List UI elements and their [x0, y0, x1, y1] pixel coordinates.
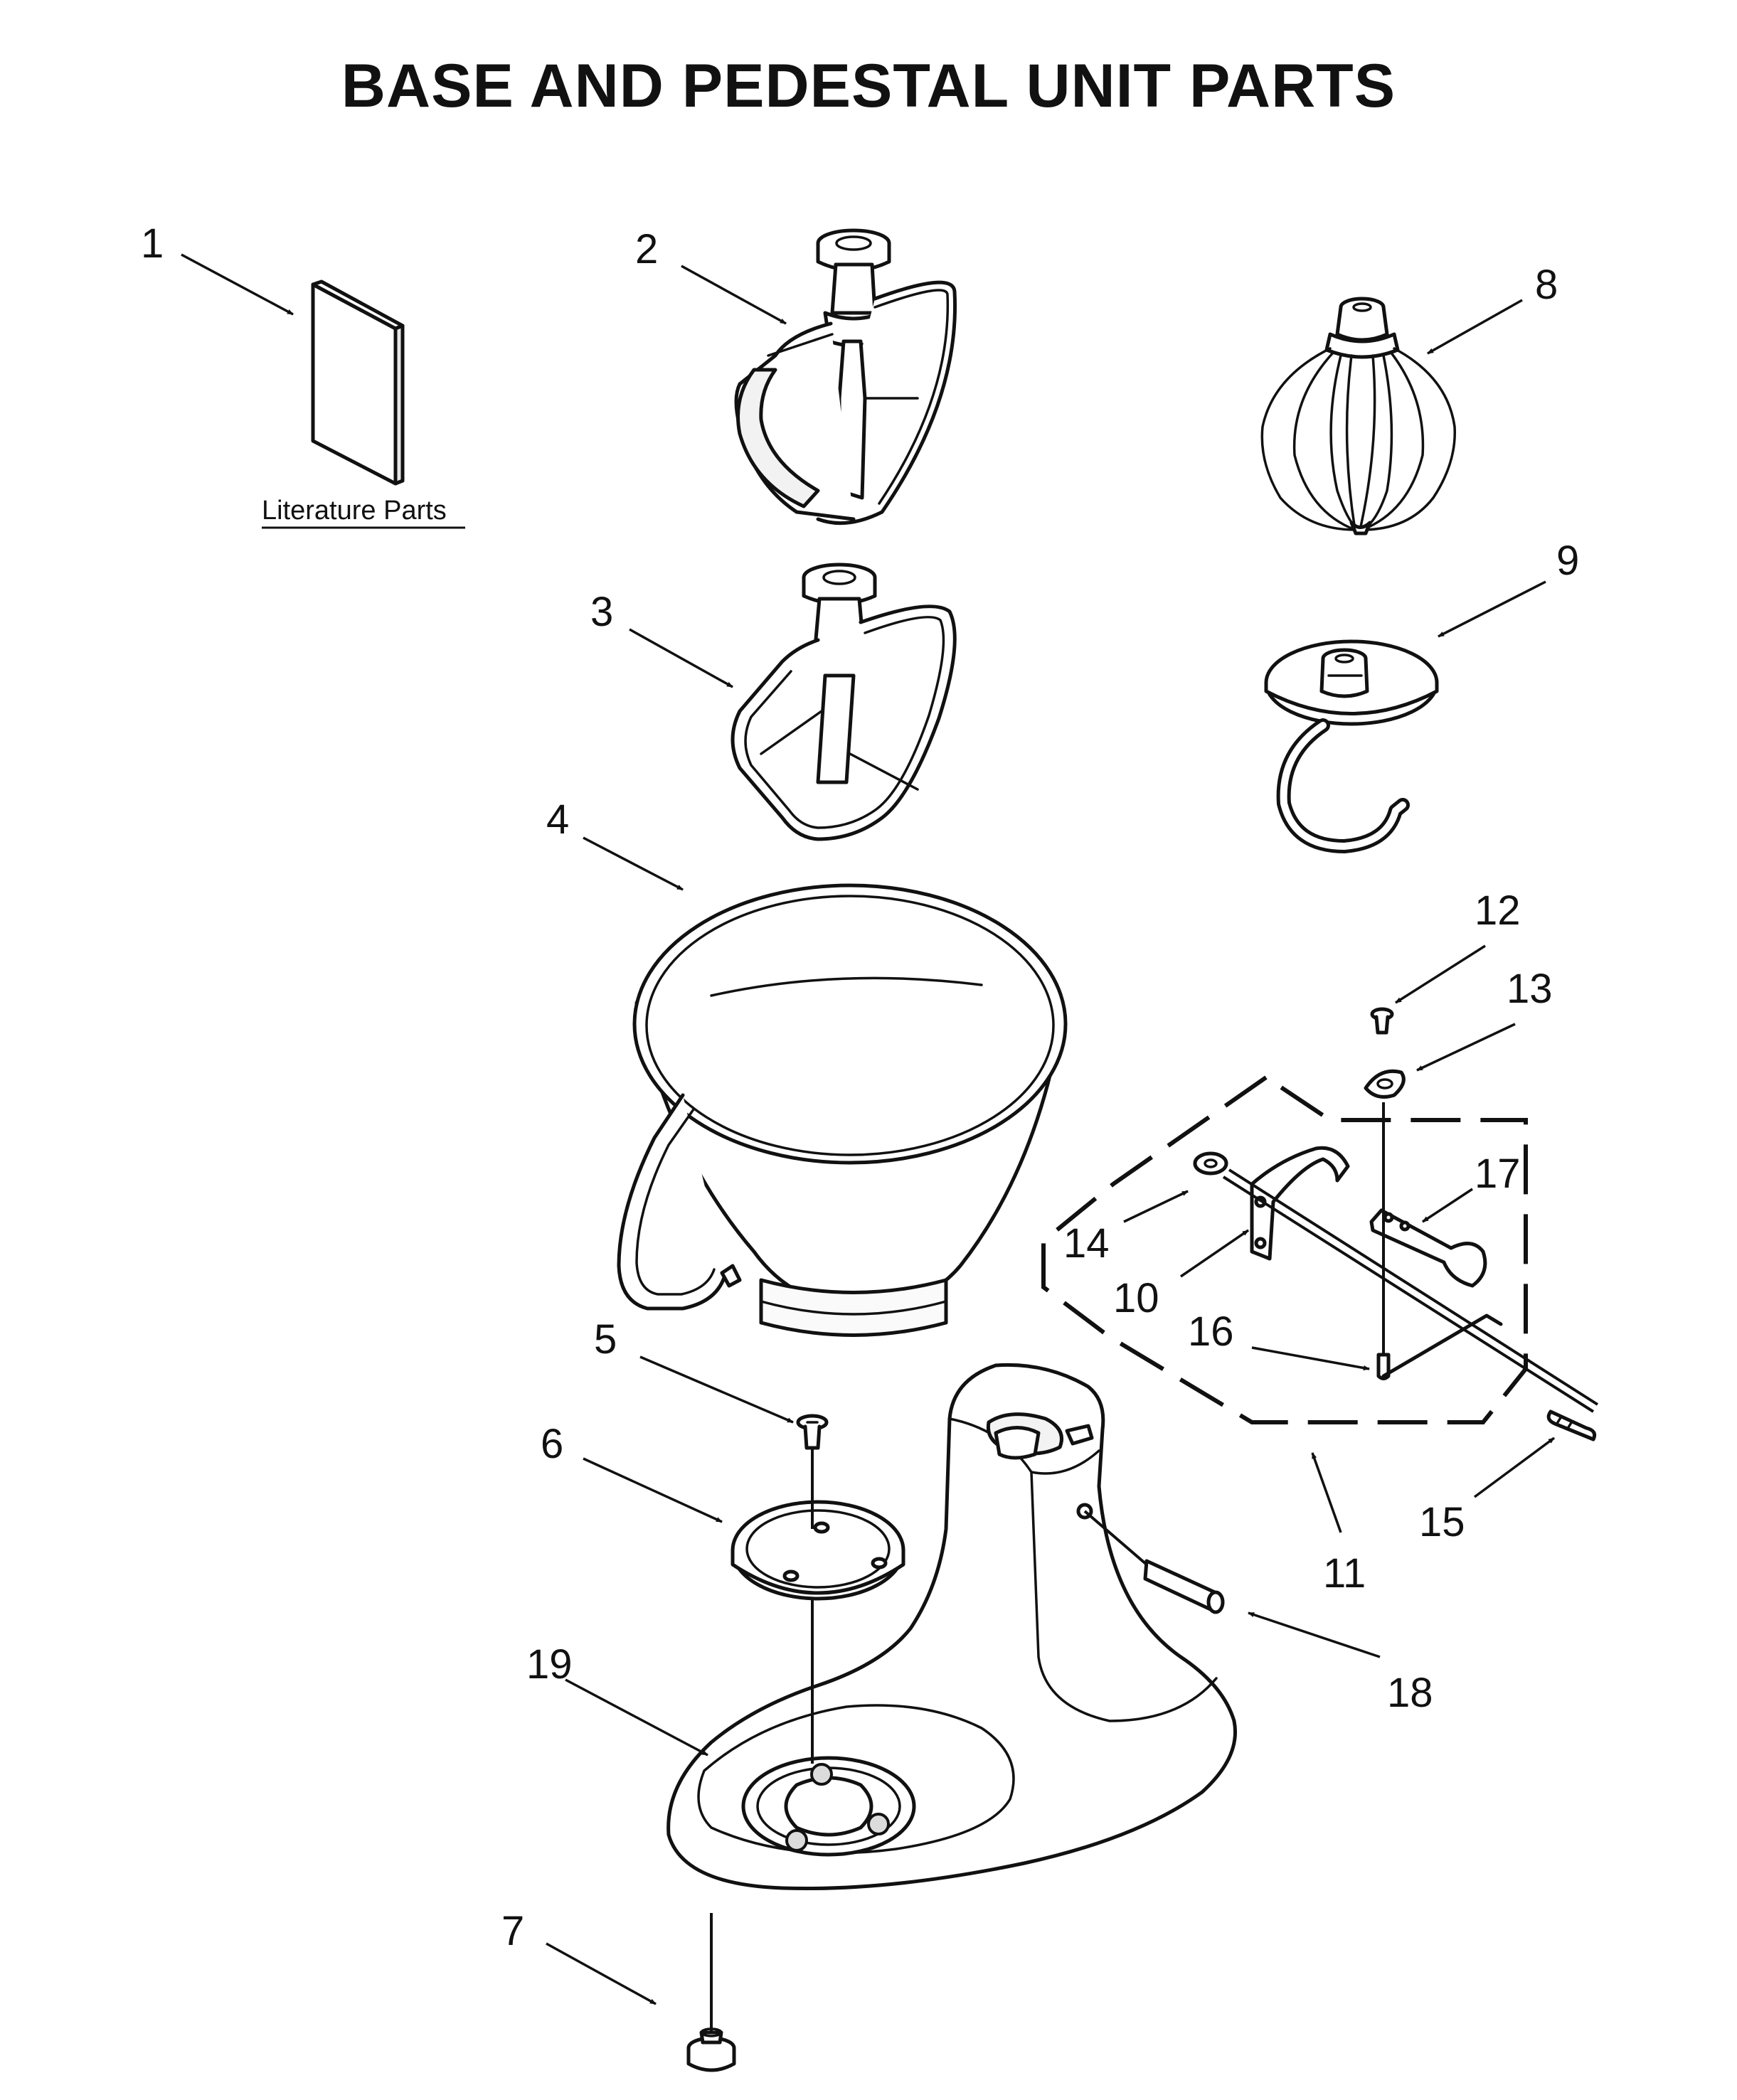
callout-7: 7 — [501, 1908, 524, 1954]
wire-whip[interactable] — [1260, 297, 1456, 535]
callout-8: 8 — [1535, 262, 1558, 308]
alignment-lines — [710, 1448, 814, 2032]
callout-16: 16 — [1188, 1308, 1234, 1355]
callout-3: 3 — [590, 589, 613, 635]
callout-10: 10 — [1113, 1275, 1159, 1321]
callout-11: 11 — [1323, 1550, 1366, 1597]
literature-parts-label[interactable]: Literature Parts — [262, 496, 447, 526]
small-screw[interactable] — [1370, 1007, 1394, 1035]
callout-9: 9 — [1556, 538, 1579, 584]
callout-2: 2 — [635, 226, 658, 272]
bowl-lift-assembly[interactable] — [1041, 1075, 1528, 1424]
callout-12: 12 — [1475, 888, 1521, 934]
lift-bracket[interactable] — [1222, 1146, 1599, 1413]
callout-5: 5 — [594, 1316, 617, 1363]
spring-clip[interactable] — [1364, 1069, 1406, 1099]
callout-6: 6 — [541, 1421, 563, 1467]
rubber-foot[interactable] — [686, 2027, 736, 2072]
flex-edge-beater[interactable] — [734, 228, 957, 526]
lift-rod[interactable] — [1376, 1102, 1503, 1380]
callout-15: 15 — [1419, 1499, 1465, 1545]
bowl-clamp-screw[interactable] — [796, 1414, 829, 1450]
callout-14: 14 — [1063, 1220, 1110, 1267]
washer[interactable] — [1193, 1151, 1228, 1176]
pedestal-base[interactable] — [666, 1363, 1237, 1891]
callout-4: 4 — [546, 796, 569, 843]
literature-booklet[interactable] — [311, 279, 405, 486]
pivot-pin[interactable] — [1083, 1510, 1225, 1614]
flat-beater[interactable] — [731, 563, 957, 841]
callout-19: 19 — [526, 1641, 573, 1688]
callout-numbers: 1 2 3 4 5 6 7 8 9 10 11 12 13 14 15 16 1… — [141, 220, 1579, 1954]
page-title: BASE AND PEDESTAL UNIT PARTS — [341, 52, 1396, 120]
mixing-bowl[interactable] — [617, 883, 1068, 1337]
leader-arrows — [181, 253, 1556, 2005]
callout-13: 13 — [1507, 966, 1553, 1012]
clamp-plate[interactable] — [731, 1500, 905, 1601]
callout-17: 17 — [1475, 1151, 1521, 1197]
dough-hook[interactable] — [1264, 639, 1439, 853]
lift-handle[interactable] — [1369, 1208, 1487, 1288]
callout-18: 18 — [1387, 1670, 1433, 1716]
hinge-pin[interactable] — [1546, 1409, 1597, 1441]
callout-1: 1 — [141, 220, 164, 267]
